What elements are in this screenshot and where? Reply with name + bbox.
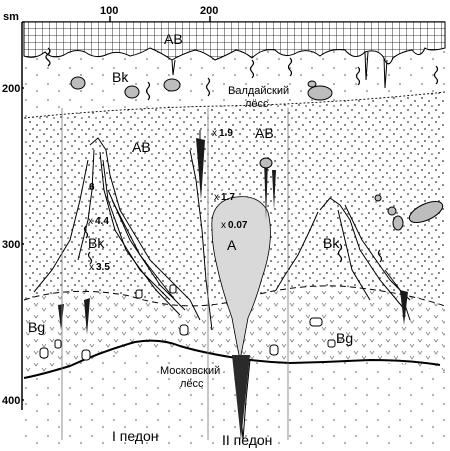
label-bk-3: Bk <box>323 235 340 251</box>
svg-text:x: x <box>89 262 94 273</box>
frost-wedges <box>33 130 411 441</box>
a-horizon-wedge <box>211 196 271 361</box>
left-tick-300: 300 <box>2 239 20 251</box>
stones <box>39 284 336 361</box>
top-tick-200: 200 <box>200 5 218 17</box>
value-markers: x 1.9 x 1.7 x 0.07 6 x 4.4 x 3.5 <box>88 128 248 273</box>
carbonate-nodules <box>70 76 444 231</box>
svg-text:x: x <box>214 192 219 203</box>
ab-top-hatched-layer <box>23 21 446 65</box>
label-bk-2: Bk <box>88 235 105 251</box>
bg-upper-boundary <box>23 285 446 307</box>
valdai-loess-label-line2: лёсс <box>245 98 269 110</box>
label-bk-1: Bk <box>112 69 129 85</box>
unit-label: sm <box>3 11 19 23</box>
svg-text:x: x <box>88 216 93 227</box>
ab-horizon-zone <box>24 92 445 300</box>
svg-text:x: x <box>212 128 217 139</box>
root-squiggles <box>45 47 439 265</box>
moscow-loess-label-line1: Московский <box>160 365 220 377</box>
value-4-4: 4.4 <box>95 216 109 227</box>
left-tick-400: 400 <box>2 395 20 407</box>
top-tick-100: 100 <box>100 5 118 17</box>
pedon-label-1: I педон <box>112 428 159 444</box>
dark-wedge-fills <box>58 138 408 440</box>
label-ab-top: AB <box>164 31 183 47</box>
label-a: A <box>227 237 237 253</box>
label-ab-mid-2: AB <box>255 125 274 141</box>
moscow-boundary-line <box>23 339 441 379</box>
value-3-5: 3.5 <box>96 262 110 273</box>
pedon-dividers <box>61 108 289 440</box>
svg-text:x: x <box>221 220 226 231</box>
left-tick-200: 200 <box>2 83 20 95</box>
hatched-tongues <box>171 51 388 89</box>
valdai-boundary-line <box>23 91 446 119</box>
value-1-7: 1.7 <box>221 192 235 203</box>
moscow-loess-zone <box>24 348 445 451</box>
value-1-9: 1.9 <box>219 128 233 139</box>
label-bg-2: Bg <box>336 330 353 346</box>
value-0-07: 0.07 <box>228 220 248 231</box>
valdai-loess-label-line1: Валдайский <box>228 85 289 97</box>
label-bg-1: Bg <box>28 319 45 335</box>
moscow-loess-label-line2: лёсс <box>180 378 204 390</box>
pedon-label-2: II педон <box>222 432 272 448</box>
value-6: 6 <box>89 182 95 193</box>
label-ab-mid-1: AB <box>132 139 151 155</box>
